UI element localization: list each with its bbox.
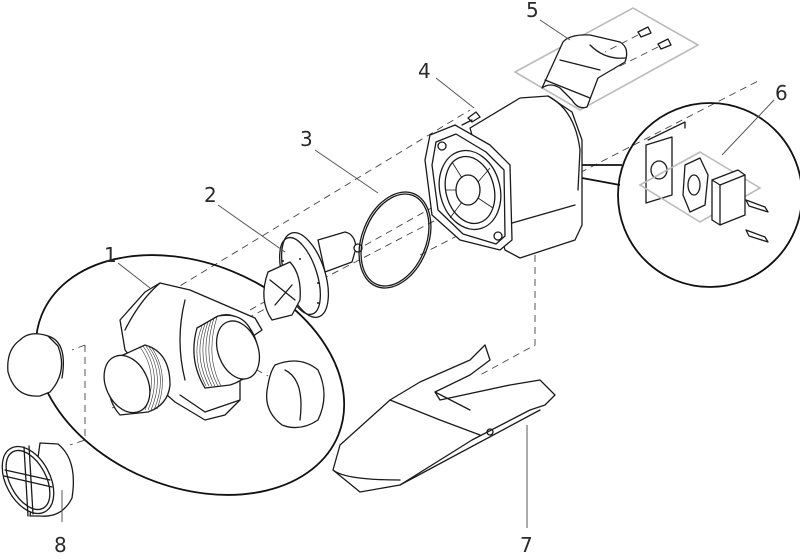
magnifier-circle xyxy=(617,102,800,288)
callout-1: 1 xyxy=(104,243,117,267)
cover-screw-2 xyxy=(611,38,672,71)
threaded-outlet-left xyxy=(103,344,171,416)
callout-8: 8 xyxy=(54,533,67,557)
end-cap-left[interactable] xyxy=(7,333,65,397)
cover-screw-1 xyxy=(604,26,652,53)
part-1-pump-housing[interactable] xyxy=(95,282,267,421)
part-7-base-stand[interactable] xyxy=(332,344,556,493)
cover-cap[interactable] xyxy=(541,34,628,109)
part-6-detail-circle[interactable] xyxy=(581,102,800,288)
strainer-cap[interactable] xyxy=(0,438,75,522)
callout-6: 6 xyxy=(775,81,788,105)
callout-2: 2 xyxy=(204,183,217,207)
threaded-outlet-right xyxy=(193,314,261,389)
callout-4: 4 xyxy=(418,59,431,83)
callout-5: 5 xyxy=(526,0,539,22)
motor-unit[interactable] xyxy=(424,95,583,259)
housing-group-ellipse xyxy=(34,254,346,496)
part-2-impeller[interactable] xyxy=(263,227,363,323)
part-8-caps[interactable] xyxy=(0,333,325,522)
leader-lines xyxy=(61,19,775,528)
part-5-cover-group[interactable] xyxy=(513,7,700,111)
part-4-screw[interactable] xyxy=(461,111,481,126)
callout-7: 7 xyxy=(520,533,533,557)
end-cap-right[interactable] xyxy=(265,360,325,429)
part-3-o-ring[interactable] xyxy=(346,181,445,298)
callout-3: 3 xyxy=(300,127,313,151)
callouts: 1 2 3 4 5 6 7 8 xyxy=(54,0,788,557)
